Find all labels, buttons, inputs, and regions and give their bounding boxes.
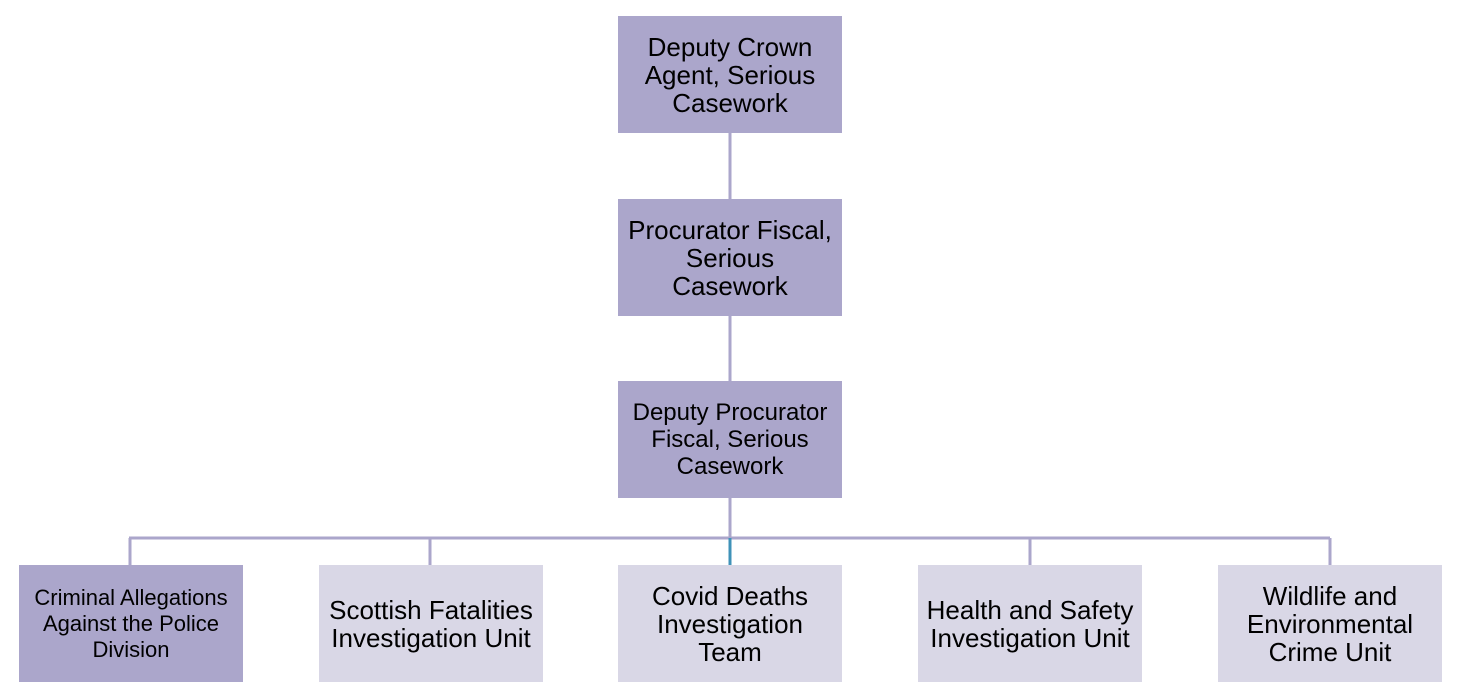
deputy-crown-agent-label: Deputy Crown Agent, Serious Casework: [644, 31, 816, 118]
unit-label-covid-deaths: Covid Deaths Investigation Team: [651, 580, 809, 667]
deputy-crown-agent-box: Deputy Crown Agent, Serious Casework: [618, 16, 842, 133]
unit-box-health-safety: Health and Safety Investigation Unit: [918, 565, 1142, 682]
unit-label-wildlife-environmental: Wildlife and Environmental Crime Unit: [1246, 580, 1414, 667]
unit-box-criminal-allegations: Criminal Allegations Against the Police …: [19, 565, 243, 682]
deputy-procurator-fiscal-label: Deputy Procurator Fiscal, Serious Casewo…: [632, 399, 828, 480]
unit-box-wildlife-environmental: Wildlife and Environmental Crime Unit: [1218, 565, 1442, 682]
unit-label-scottish-fatalities: Scottish Fatalities Investigation Unit: [329, 594, 533, 653]
unit-label-criminal-allegations: Criminal Allegations Against the Police …: [34, 584, 228, 662]
unit-box-covid-deaths: Covid Deaths Investigation Team: [618, 565, 842, 682]
procurator-fiscal-box: Procurator Fiscal, Serious Casework: [618, 199, 842, 316]
procurator-fiscal-label: Procurator Fiscal, Serious Casework: [628, 214, 832, 301]
deputy-procurator-fiscal-box: Deputy Procurator Fiscal, Serious Casewo…: [618, 381, 842, 498]
unit-label-health-safety: Health and Safety Investigation Unit: [926, 594, 1134, 653]
unit-box-scottish-fatalities: Scottish Fatalities Investigation Unit: [319, 565, 543, 682]
